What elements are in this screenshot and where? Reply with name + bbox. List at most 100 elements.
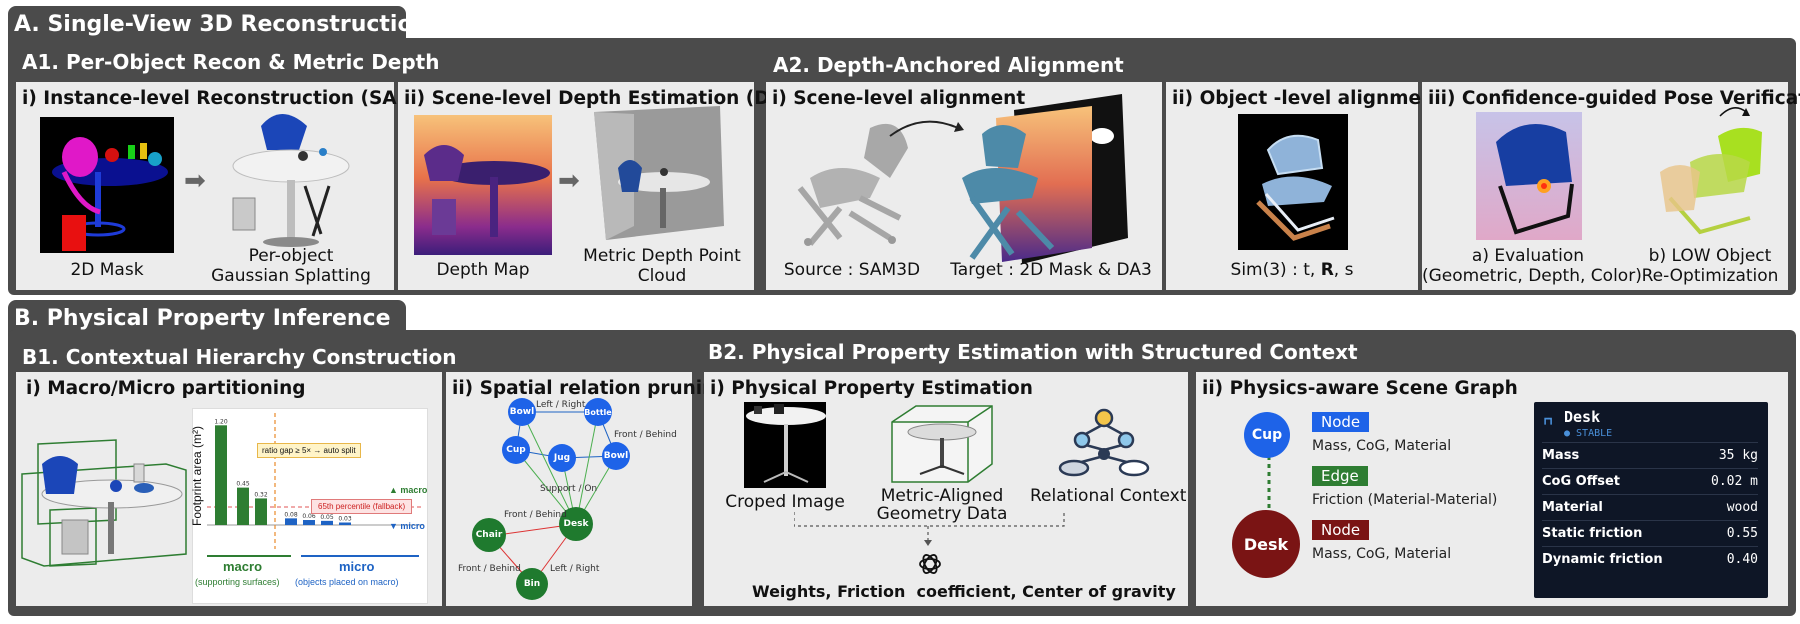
merge-connector xyxy=(794,512,1065,546)
target-caption: Target : 2D Mask & DA3 xyxy=(950,260,1152,280)
splat-caption-2: Gaussian Splatting xyxy=(211,266,371,286)
edge-label-front-behind: Front / Behind xyxy=(614,430,677,440)
micro-arrow xyxy=(301,555,419,557)
card-status: ● STABLE xyxy=(1564,428,1613,439)
node-tag: Node xyxy=(1312,412,1370,432)
evaluation-image xyxy=(1476,112,1582,240)
a2-panel-scene-alignment: i) Scene-level alignment Source : SAM3D … xyxy=(766,82,1162,290)
graph-node-desk: Desk xyxy=(1232,510,1300,578)
a1-panel-instance-recon: i) Instance-level Reconstruction (SAM3D)… xyxy=(16,82,452,290)
mask-image xyxy=(40,117,174,253)
a1-title: A1. Per-Object Recon & Metric Depth xyxy=(22,50,440,74)
b1-title: B1. Contextual Hierarchy Construction xyxy=(22,345,457,369)
sim3-prefix: Sim(3) : t, xyxy=(1230,260,1321,280)
relational-context-caption: Relational Context xyxy=(1030,486,1187,506)
panel-title: i) Physical Property Estimation xyxy=(710,378,1033,399)
mask-caption: 2D Mask xyxy=(70,260,144,280)
geometry-caption-2: Geometry Data xyxy=(876,504,1008,524)
node-cup: Cup xyxy=(502,436,530,464)
macro-arrow xyxy=(207,555,291,557)
evaluation-caption-1: a) Evaluation xyxy=(1471,246,1585,266)
source-caption: Source : SAM3D xyxy=(783,260,921,280)
sam3d-source-image xyxy=(797,123,908,246)
node2-desc: Mass, CoG, Material xyxy=(1312,546,1452,562)
row-key: Dynamic friction xyxy=(1542,552,1663,567)
bar-value-label: 0.06 xyxy=(302,513,316,520)
splat-caption-1: Per-object xyxy=(248,246,334,266)
estimation-output: Weights, Friction coefficient, Center of… xyxy=(752,582,1176,601)
node-bin: Bin xyxy=(516,568,548,600)
edge-label-front-behind-2: Front / Behind xyxy=(504,510,567,520)
micro-label: micro xyxy=(339,559,375,574)
cropped-image-caption: Croped Image xyxy=(725,492,845,512)
percentile-annotation: 65th percentile (fallback) xyxy=(311,499,413,514)
a2-panel-pose-verification: iii) Confidence-guided Pose Verification… xyxy=(1422,82,1800,290)
sim3-caption: Sim(3) : t, R, s xyxy=(1172,260,1412,280)
depth-map-caption: Depth Map xyxy=(436,260,530,280)
curved-arrow-icon xyxy=(889,120,964,137)
row-value: 0.02 m xyxy=(1711,474,1758,489)
graph-node-cup: Cup xyxy=(1244,412,1290,458)
llm-icon xyxy=(919,554,941,574)
edge-label-support-on: Support / On xyxy=(540,484,598,494)
node-desc: Mass, CoG, Material xyxy=(1312,438,1452,454)
panel-title: i) Instance-level Reconstruction (SAM3D) xyxy=(22,88,452,109)
edge-label-front-behind-3: Front / Behind xyxy=(458,564,521,574)
target-stack-image xyxy=(962,94,1128,264)
row-value: 35 kg xyxy=(1718,448,1758,463)
node-jug: Jug xyxy=(548,444,576,472)
bar-value-label: 0.03 xyxy=(338,516,352,523)
panel-title: ii) Scene-level Depth Estimation (DA3) xyxy=(404,88,806,109)
bar-value-label: 1.20 xyxy=(214,418,228,425)
evaluation-caption-2: (Geometric, Depth, Color) xyxy=(1422,266,1642,286)
edge-label-left-right: Left / Right xyxy=(536,400,586,410)
panel-title: i) Scene-level alignment xyxy=(772,88,1026,109)
ratio-annotation: ratio gap ≥ 5× → auto split xyxy=(257,443,361,458)
bar xyxy=(303,520,315,525)
bar xyxy=(339,522,351,525)
bar-value-label: 0.32 xyxy=(254,491,268,498)
node-chair: Chair xyxy=(472,518,506,552)
b1-panel-relation-pruning: ii) Spatial relation pruning Bowl Bottle… xyxy=(446,372,729,606)
sim3-suffix: , s xyxy=(1333,260,1354,280)
sim3-rotation: R xyxy=(1320,260,1334,280)
node-bottle: Bottle xyxy=(584,398,612,426)
point-cloud-caption-2: Cloud xyxy=(637,266,687,286)
bar xyxy=(237,487,249,525)
reopt-caption-2: Re-Optimization xyxy=(1641,266,1779,286)
section-a-title: A. Single-View 3D Reconstruction xyxy=(14,12,429,37)
panel-title: iii) Confidence-guided Pose Verification xyxy=(1428,88,1800,109)
edge-desc: Friction (Material-Material) xyxy=(1312,492,1498,508)
node2-tag: Node xyxy=(1312,520,1370,540)
edge-tag: Edge xyxy=(1312,466,1368,486)
bar xyxy=(215,425,227,525)
panel-title: i) Macro/Micro partitioning xyxy=(26,378,306,399)
reopt-caption-1: b) LOW Object xyxy=(1648,246,1772,266)
card-icon: ┏┓ xyxy=(1542,414,1555,425)
legend-macro: ▲ macro xyxy=(389,485,428,495)
card-title: Desk xyxy=(1564,408,1601,426)
row-key: Material xyxy=(1542,500,1603,515)
arrow-icon: ➡ xyxy=(558,165,580,195)
gaussian-splat-image xyxy=(232,114,350,247)
geometry-caption-1: Metric-Aligned xyxy=(880,486,1004,506)
object-alignment-image xyxy=(1238,114,1348,250)
b2-title: B2. Physical Property Estimation with St… xyxy=(708,340,1358,364)
point-cloud-caption-1: Metric Depth Point xyxy=(583,246,741,266)
a2-panel-object-alignment: ii) Object -level alignment Sim(3) : t, … xyxy=(1166,82,1443,290)
b1-panel-macro-micro: i) Macro/Micro partitioning Footprint ar… xyxy=(16,372,442,606)
node-bowl: Bowl xyxy=(508,398,536,426)
bar xyxy=(285,518,297,525)
relational-context-icon xyxy=(1058,408,1150,477)
panel-title: ii) Object -level alignment xyxy=(1172,88,1444,109)
b2-panel-property-estimation: i) Physical Property Estimation Croped I… xyxy=(704,372,1188,606)
reoptimization-image xyxy=(1660,107,1762,235)
